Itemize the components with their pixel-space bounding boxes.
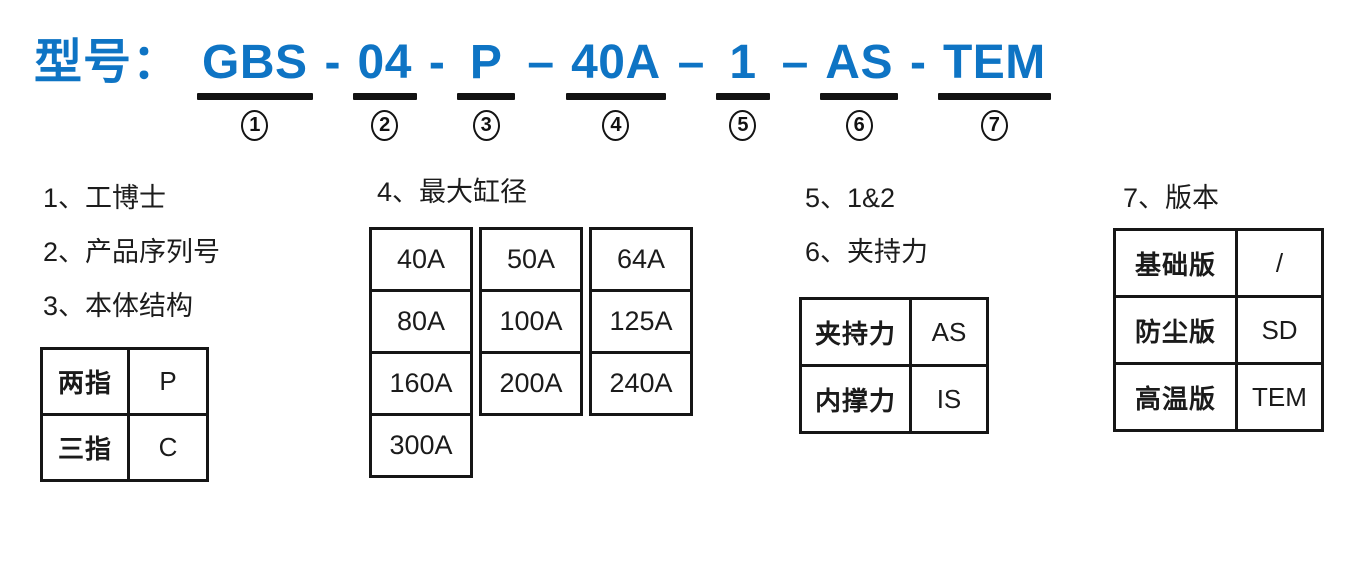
table-cell: SD	[1235, 295, 1324, 365]
table-cell: 160A	[369, 351, 473, 416]
model-segment-7: TEM 7	[937, 34, 1051, 141]
table-cell: 防尘版	[1113, 295, 1238, 365]
version-table: 基础版 / 防尘版 SD 高温版 TEM	[1113, 228, 1324, 432]
model-segment-7-text: TEM	[942, 36, 1046, 89]
table-row: 内撑力 IS	[799, 364, 989, 434]
table-cell: AS	[909, 297, 989, 367]
underline-bar-4	[566, 93, 666, 100]
table-cell: 300A	[369, 413, 473, 478]
model-segment-2-text: 04	[357, 36, 412, 89]
circled-number-5: 5	[729, 110, 757, 141]
table-cell: 内撑力	[799, 364, 912, 434]
table-cell: IS	[909, 364, 989, 434]
model-segment-6: AS 6	[820, 34, 898, 141]
table-cell: P	[127, 347, 209, 416]
model-segment-3: P 3	[456, 34, 516, 141]
legend-item-7-block: 7、版本	[1123, 168, 1219, 222]
model-segment-1-text: GBS	[202, 36, 308, 89]
table-row: 两指 P	[40, 347, 209, 416]
legend-item-4-block: 4、最大缸径	[377, 162, 527, 216]
underline-bar-5	[716, 93, 770, 100]
table-cell: 高温版	[1113, 362, 1238, 432]
model-segment-2: 04 2	[352, 34, 417, 141]
bore-column-1: 40A 80A 160A 300A	[369, 227, 473, 478]
model-separator-5: –	[781, 36, 809, 89]
table-cell: 80A	[369, 289, 473, 354]
table-cell: 两指	[40, 347, 130, 416]
table-cell: 40A	[369, 227, 473, 292]
legend-item-1: 1、工博士	[43, 182, 167, 213]
table-row: 基础版 /	[1113, 228, 1324, 298]
table-row: 夹持力 AS	[799, 297, 989, 367]
legend-items-1-3: 1、工博士 2、产品序列号 3、本体结构	[43, 168, 220, 330]
legend-item-4: 4、最大缸径	[377, 176, 528, 207]
model-separator-2: -	[428, 36, 445, 89]
circled-number-3: 3	[472, 110, 500, 141]
circled-number-2: 2	[371, 110, 399, 141]
circled-number-4: 4	[602, 110, 630, 141]
model-segment-6-text: AS	[825, 36, 893, 89]
legend-item-2: 2、产品序列号	[43, 236, 221, 267]
table-row: 三指 C	[40, 413, 209, 482]
model-segment-5-text: 1	[729, 36, 757, 89]
table-cell: 三指	[40, 413, 130, 482]
model-segment-5: 1 5	[716, 34, 770, 141]
circled-number-7: 7	[980, 110, 1008, 141]
underline-bar-6	[820, 93, 898, 100]
bore-column-2: 50A 100A 200A	[479, 227, 583, 416]
model-separator-6: -	[909, 36, 926, 89]
table-cell: 240A	[589, 351, 693, 416]
bore-size-table: 40A 80A 160A 300A 50A 100A 200A 64A 125A…	[369, 227, 693, 478]
legend-item-5: 5、1&2	[805, 182, 896, 213]
legend-item-7: 7、版本	[1123, 182, 1220, 213]
table-cell: 夹持力	[799, 297, 912, 367]
model-separator-1: -	[324, 36, 341, 89]
legend-item-3: 3、本体结构	[43, 290, 194, 321]
table-cell: 50A	[479, 227, 583, 292]
table-cell: TEM	[1235, 362, 1324, 432]
model-segment-1: GBS 1	[197, 34, 313, 141]
model-segment-4: 40A 4	[566, 34, 666, 141]
underline-bar-1	[197, 93, 313, 100]
table-cell: 64A	[589, 227, 693, 292]
underline-bar-7	[937, 93, 1051, 100]
table-cell: C	[127, 413, 209, 482]
bore-column-3: 64A 125A 240A	[589, 227, 693, 416]
model-segment-3-text: P	[469, 36, 503, 89]
model-code-label: 型号：	[34, 36, 182, 89]
legend-items-5-6: 5、1&2 6、夹持力	[805, 168, 928, 276]
model-segment-4-text: 40A	[571, 36, 661, 89]
model-separator-3: –	[527, 36, 555, 89]
underline-bar-3	[456, 93, 516, 100]
table-cell: 200A	[479, 351, 583, 416]
table-cell: 125A	[589, 289, 693, 354]
model-separator-4: –	[677, 36, 705, 89]
body-structure-table: 两指 P 三指 C	[40, 347, 209, 482]
table-cell: 100A	[479, 289, 583, 354]
legend-item-6: 6、夹持力	[805, 236, 929, 267]
circled-number-6: 6	[845, 110, 873, 141]
table-row: 防尘版 SD	[1113, 295, 1324, 365]
table-cell: /	[1235, 228, 1324, 298]
model-code-row: 型号： GBS 1 - 04 2 - P 3 – 40A 4 – 1 5	[34, 34, 1051, 141]
table-cell: 基础版	[1113, 228, 1238, 298]
underline-bar-2	[352, 93, 417, 100]
table-row: 高温版 TEM	[1113, 362, 1324, 432]
grip-force-table: 夹持力 AS 内撑力 IS	[799, 297, 989, 434]
circled-number-1: 1	[241, 110, 269, 141]
